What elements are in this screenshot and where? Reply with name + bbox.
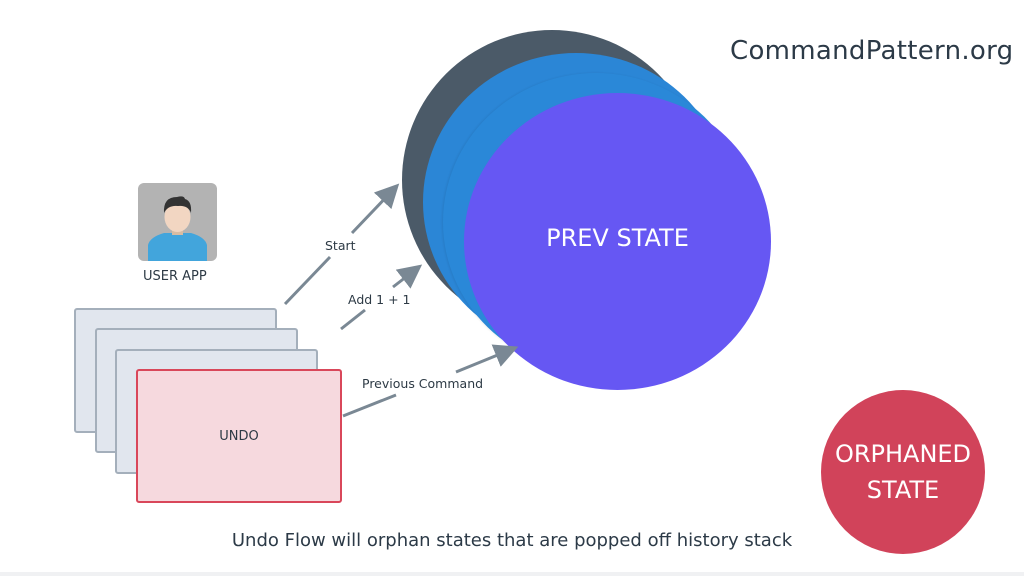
caption: Undo Flow will orphan states that are po… [231, 530, 793, 551]
orphan-label-line2: STATE [866, 476, 940, 504]
undo-label: UNDO [219, 428, 259, 444]
arrow-start-label: Start [325, 238, 356, 253]
arrow-prev-tail [342, 393, 397, 418]
user-app-label: USER APP [143, 269, 207, 284]
arrow-add-tail [340, 308, 366, 331]
user-avatar-icon [138, 183, 217, 261]
prev-state-circle [464, 93, 771, 390]
arrow-add-head [392, 264, 423, 289]
arrow-start-head [350, 183, 400, 235]
arrow-start-tail [283, 255, 332, 306]
orphaned-state-circle: ORPHANED STATE [821, 390, 985, 554]
orphan-label-line1: ORPHANED [834, 440, 972, 468]
brand-title: CommandPattern.org [730, 36, 1014, 66]
arrow-prev-head [455, 344, 519, 374]
arrow-add-label: Add 1 + 1 [348, 292, 411, 307]
footer-divider [0, 572, 1024, 576]
prev-state-label: PREV STATE [546, 224, 689, 252]
arrow-prev-label: Previous Command [362, 376, 484, 391]
undo-card: UNDO [136, 369, 342, 503]
